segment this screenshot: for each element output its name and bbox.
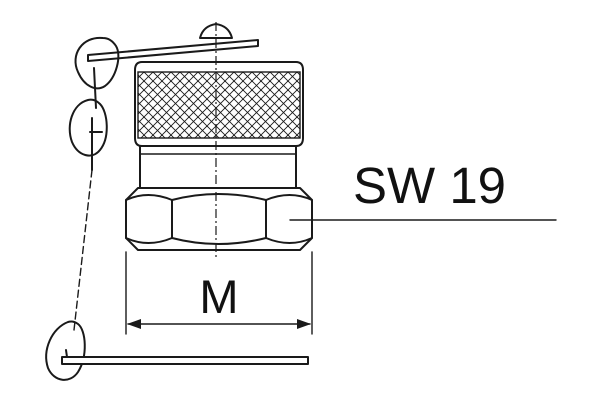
retaining-chain: [45, 36, 120, 381]
wrench-size-label: SW 19: [353, 157, 506, 214]
cap-neck: [139, 145, 297, 189]
thread-dimension: [125, 251, 313, 335]
retaining-strap-bottom: [61, 356, 309, 365]
knurled-surface: [137, 71, 301, 139]
hex-nut: [125, 187, 313, 251]
knurled-cap: [134, 61, 304, 147]
thread-label: M: [199, 270, 238, 323]
